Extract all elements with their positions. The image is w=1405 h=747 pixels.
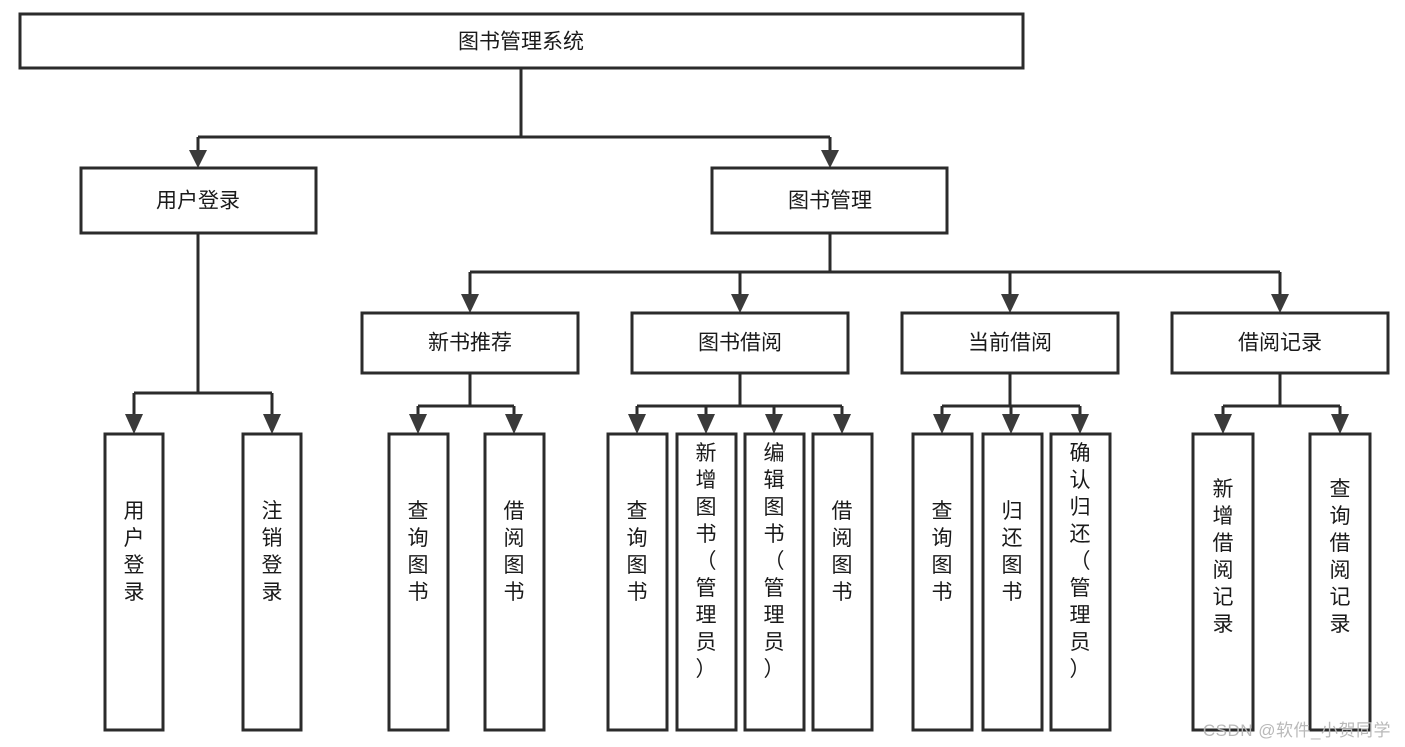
node-leaf-query-book-1-box[interactable]: [387, 432, 450, 732]
node-leaf-borrow-book-2-label: 借阅图书: [832, 500, 853, 604]
csdn-watermark: CSDN @软件_小贺同学: [1202, 721, 1391, 740]
node-leaf-add-book-label: 新增图书（管理员）: [696, 442, 717, 681]
node-leaf-return-book-label: 归还图书: [1002, 500, 1023, 604]
node-leaf-query-record-label: 查询借阅记录: [1330, 478, 1351, 636]
arrowhead-leaf-query-record: [1331, 414, 1349, 434]
connector-layer: [125, 68, 1349, 434]
node-leaf-confirm-return-box[interactable]: [1049, 432, 1112, 732]
node-leaf-query-book-1-label: 查询图书: [408, 500, 429, 604]
node-leaf-query-book-2-box[interactable]: [606, 432, 669, 732]
node-leaf-edit-book-label: 编辑图书（管理员）: [764, 442, 785, 681]
node-leaf-query-book-1[interactable]: 查询图书: [387, 432, 450, 732]
arrowhead-borrow-record: [1271, 294, 1289, 313]
arrowhead-leaf-query-book-3: [933, 414, 951, 434]
node-new-book-recommend-box[interactable]: [360, 311, 580, 375]
node-leaf-user-login-box[interactable]: [103, 432, 165, 732]
node-leaf-return-book-box[interactable]: [981, 432, 1044, 732]
node-leaf-borrow-book-2-box[interactable]: [811, 432, 874, 732]
node-leaf-query-book-2-label: 查询图书: [627, 500, 648, 604]
node-book-management-label: 图书管理: [788, 190, 872, 213]
arrowhead-leaf-borrow-book-2: [833, 414, 851, 434]
arrowhead-leaf-add-book: [697, 414, 715, 434]
node-borrow-record-label: 借阅记录: [1238, 332, 1322, 355]
node-leaf-add-record-box[interactable]: [1191, 432, 1255, 732]
arrowhead-new-book-recommend: [461, 294, 479, 313]
node-current-borrow-label: 当前借阅: [968, 332, 1052, 355]
node-new-book-recommend-label: 新书推荐: [428, 332, 512, 355]
arrowhead-user-login: [189, 150, 207, 168]
node-leaf-add-record[interactable]: 新增借阅记录: [1191, 432, 1255, 732]
node-leaf-query-book-3[interactable]: 查询图书: [911, 432, 974, 732]
node-leaf-return-book[interactable]: 归还图书: [981, 432, 1044, 732]
arrowhead-book-management: [821, 150, 839, 168]
arrowhead-leaf-edit-book: [765, 414, 783, 434]
node-leaf-add-record-label: 新增借阅记录: [1213, 478, 1234, 636]
node-book-borrow[interactable]: 图书借阅: [630, 311, 850, 375]
arrowhead-leaf-borrow-book-1: [505, 414, 523, 434]
node-leaf-user-logout-label: 注销登录: [262, 500, 283, 604]
node-leaf-confirm-return[interactable]: 确认归还（管理员）: [1049, 432, 1112, 732]
node-book-management-box[interactable]: [710, 166, 949, 235]
arrowhead-leaf-return-book: [1002, 414, 1020, 434]
node-leaf-borrow-book-2[interactable]: 借阅图书: [811, 432, 874, 732]
node-leaf-confirm-return-label: 确认归还（管理员）: [1070, 442, 1091, 681]
node-leaf-query-book-3-label: 查询图书: [932, 500, 953, 604]
node-root[interactable]: 图书管理系统: [18, 12, 1025, 70]
node-user-login-label: 用户登录: [156, 190, 240, 213]
arrowhead-current-borrow: [1001, 294, 1019, 313]
arrowhead-leaf-user-logout: [263, 414, 281, 434]
node-book-borrow-label: 图书借阅: [698, 332, 782, 355]
node-current-borrow[interactable]: 当前借阅: [900, 311, 1120, 375]
node-user-login-box[interactable]: [79, 166, 318, 235]
node-leaf-borrow-book-1[interactable]: 借阅图书: [483, 432, 546, 732]
node-leaf-user-logout[interactable]: 注销登录: [241, 432, 303, 732]
node-current-borrow-box[interactable]: [900, 311, 1120, 375]
node-leaf-query-book-2[interactable]: 查询图书: [606, 432, 669, 732]
arrowhead-leaf-user-login: [125, 414, 143, 434]
node-root-label: 图书管理系统: [458, 31, 584, 54]
arrowhead-book-borrow: [731, 294, 749, 313]
node-leaf-add-book[interactable]: 新增图书（管理员）: [675, 432, 738, 732]
node-leaf-borrow-book-1-box[interactable]: [483, 432, 546, 732]
arrowhead-leaf-query-book-1: [409, 414, 427, 434]
arrowhead-leaf-add-record: [1214, 414, 1232, 434]
node-borrow-record[interactable]: 借阅记录: [1170, 311, 1390, 375]
arrowhead-leaf-confirm-return: [1071, 414, 1089, 434]
node-leaf-user-logout-box[interactable]: [241, 432, 303, 732]
node-leaf-edit-book[interactable]: 编辑图书（管理员）: [743, 432, 806, 732]
node-leaf-query-record[interactable]: 查询借阅记录: [1308, 432, 1372, 732]
node-leaf-query-record-box[interactable]: [1308, 432, 1372, 732]
node-book-management[interactable]: 图书管理: [710, 166, 949, 235]
node-borrow-record-box[interactable]: [1170, 311, 1390, 375]
node-new-book-recommend[interactable]: 新书推荐: [360, 311, 580, 375]
node-leaf-edit-book-box[interactable]: [743, 432, 806, 732]
node-root-box[interactable]: [18, 12, 1025, 70]
node-leaf-add-book-box[interactable]: [675, 432, 738, 732]
node-book-borrow-box[interactable]: [630, 311, 850, 375]
arrowhead-leaf-query-book-2: [628, 414, 646, 434]
node-user-login[interactable]: 用户登录: [79, 166, 318, 235]
node-leaf-user-login-label: 用户登录: [124, 500, 145, 604]
node-leaf-query-book-3-box[interactable]: [911, 432, 974, 732]
node-leaf-user-login[interactable]: 用户登录: [103, 432, 165, 732]
node-leaf-borrow-book-1-label: 借阅图书: [504, 500, 525, 604]
